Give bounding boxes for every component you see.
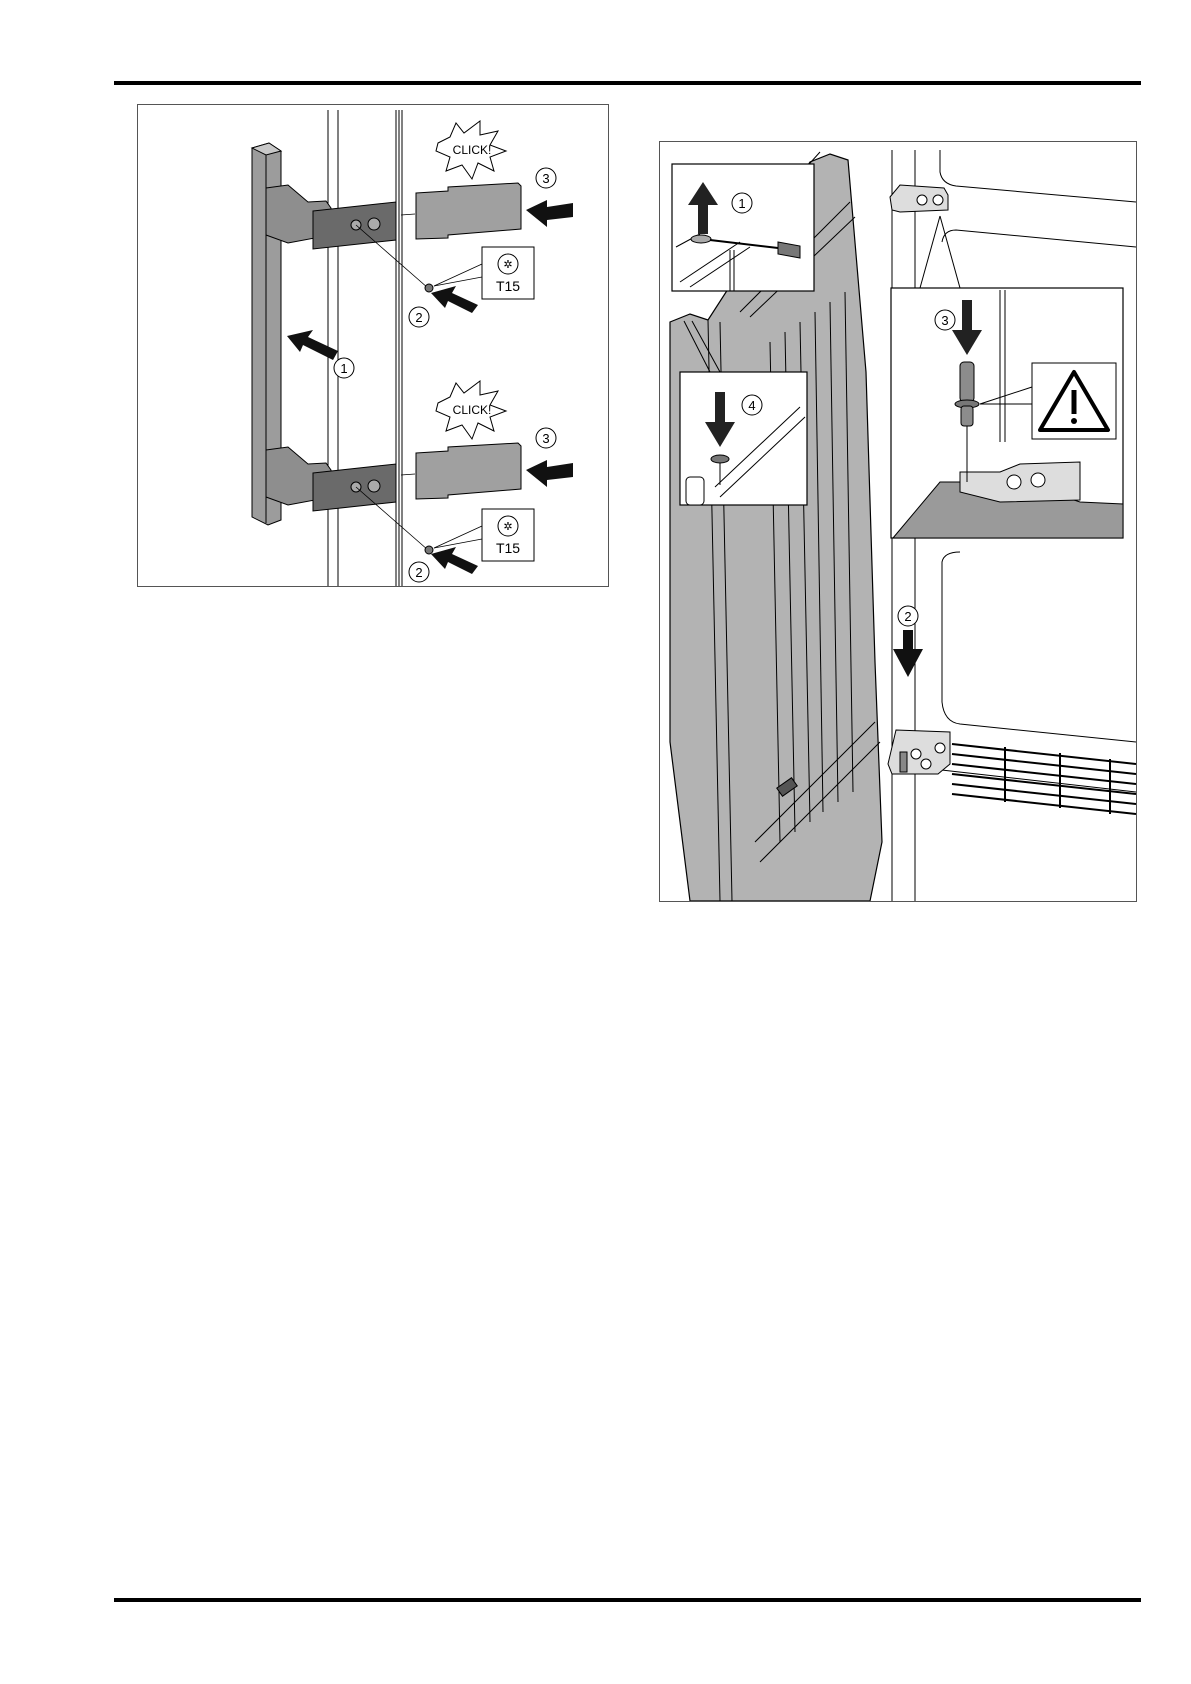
handle-mounting-illustration: ✲ T15 ✲ T15 CLICK! CLICK! 1 2 — [250, 110, 573, 586]
inset-step-4: 4 — [679, 320, 808, 506]
svg-text:2: 2 — [415, 565, 422, 580]
torx-callout-top: ✲ T15 — [433, 246, 535, 300]
svg-text:3: 3 — [941, 313, 948, 328]
hinge-pin-cap-icon — [710, 454, 730, 464]
arrow-icon — [287, 200, 573, 574]
cover-cap-bottom — [400, 442, 522, 500]
door-hinge-illustration: 2 1 — [669, 150, 1136, 901]
cover-cap-top — [400, 182, 522, 240]
svg-text:CLICK!: CLICK! — [453, 143, 492, 157]
screw-bottom-icon — [424, 545, 434, 555]
svg-text:2: 2 — [904, 609, 911, 624]
svg-text:1: 1 — [340, 361, 347, 376]
step-number-2: 2 — [897, 605, 919, 627]
svg-text:1: 1 — [738, 196, 745, 211]
refrigerator-door — [669, 153, 883, 901]
arrow-down-icon — [705, 392, 735, 447]
bracket-bottom — [265, 446, 397, 512]
svg-text:✲: ✲ — [503, 259, 512, 271]
arrow-down-icon — [952, 300, 982, 355]
svg-text:CLICK!: CLICK! — [453, 403, 492, 417]
ventilation-grille — [951, 743, 1136, 815]
step-number-2-bottom: 2 — [408, 561, 430, 583]
top-hinge — [889, 184, 949, 213]
svg-text:✲: ✲ — [503, 521, 512, 533]
step-number-2-top: 2 — [408, 306, 430, 328]
figure-handle-mounting: ✲ T15 ✲ T15 CLICK! CLICK! 1 2 — [137, 104, 609, 587]
inset-step-3: 3 — [890, 215, 1124, 539]
torx-callout-bottom: ✲ T15 — [433, 508, 535, 562]
hinge-pin-icon — [954, 361, 980, 482]
footer-rule — [114, 1598, 1141, 1602]
torx-icon — [497, 515, 519, 537]
click-burst-top: CLICK! — [435, 120, 508, 181]
bracket-top — [265, 184, 397, 250]
door-logo — [776, 777, 798, 797]
step-number-1: 1 — [333, 357, 355, 379]
step-number-3-top: 3 — [535, 167, 557, 189]
header-rule — [114, 81, 1141, 85]
arrow-down-icon — [893, 630, 923, 677]
bottom-hinge — [887, 729, 951, 775]
click-burst-bottom: CLICK! — [435, 380, 508, 441]
svg-text:T15: T15 — [496, 540, 520, 556]
arrow-up-icon — [688, 182, 718, 234]
figure-door-hinge-removal: 2 1 — [659, 141, 1137, 902]
svg-text:2: 2 — [415, 310, 422, 325]
torx-icon — [497, 253, 519, 275]
svg-text:3: 3 — [542, 431, 549, 446]
svg-text:4: 4 — [748, 398, 755, 413]
svg-text:T15: T15 — [496, 278, 520, 294]
screw-top-icon — [424, 283, 434, 293]
warning-triangle-icon — [1031, 362, 1117, 440]
screwdriver-icon — [690, 234, 801, 259]
step-number-3-bottom: 3 — [535, 427, 557, 449]
inset-step-1: 1 — [671, 151, 821, 292]
svg-text:3: 3 — [542, 171, 549, 186]
